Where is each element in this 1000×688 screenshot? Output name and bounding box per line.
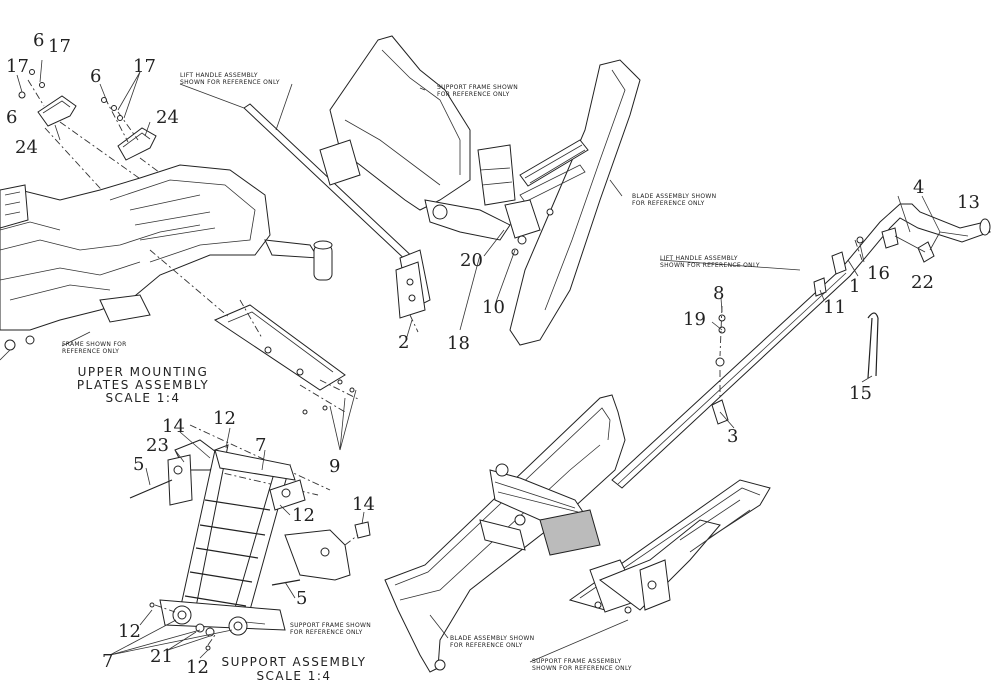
- callout-12: 12: [292, 505, 315, 526]
- callout-5: 5: [296, 588, 307, 609]
- callout-9: 9: [329, 456, 340, 477]
- note-frame-left-2: REFERENCE ONLY: [62, 348, 119, 355]
- callout-21: 21: [150, 646, 173, 667]
- note-support-frame-asm-1: SUPPORT FRAME ASSEMBLY: [532, 658, 621, 665]
- callout-1: 1: [849, 276, 860, 297]
- callout-23: 23: [146, 435, 169, 456]
- callout-10: 10: [482, 297, 505, 318]
- callout-11: 11: [823, 297, 846, 318]
- callout-15: 15: [849, 383, 872, 404]
- callout-18: 18: [447, 333, 470, 354]
- callout-19: 19: [683, 309, 706, 330]
- note-support-frame-asm-2: SHOWN FOR REFERENCE ONLY: [532, 665, 632, 672]
- leader-lines: [16, 59, 969, 663]
- callout-6: 6: [90, 66, 101, 87]
- note-support-frame-top-2: FOR REFERENCE ONLY: [437, 91, 510, 98]
- callout-14: 14: [162, 416, 185, 437]
- callout-22: 22: [911, 272, 934, 293]
- callout-20: 20: [460, 250, 483, 271]
- callout-12: 12: [213, 408, 236, 429]
- note-support-frame-top-1: SUPPORT FRAME SHOWN: [437, 84, 518, 91]
- caption-upper-line3: SCALE 1:4: [105, 391, 180, 405]
- note-lift-handle-right-2: SHOWN FOR REFERENCE ONLY: [660, 262, 760, 269]
- callout-6: 6: [6, 107, 17, 128]
- callout-8: 8: [713, 283, 724, 304]
- note-blade-low-2: FOR REFERENCE ONLY: [450, 642, 523, 649]
- callout-17: 17: [6, 56, 29, 77]
- note-frame-left-1: FRAME SHOWN FOR: [62, 341, 127, 348]
- callout-7: 7: [102, 651, 113, 672]
- callout-7: 7: [255, 435, 266, 456]
- caption-upper-line2: PLATES ASSEMBLY: [77, 378, 209, 392]
- caption-support-line2: SCALE 1:4: [256, 669, 331, 683]
- frame-assembly-drawing: [0, 69, 361, 415]
- callout-2: 2: [398, 332, 409, 353]
- callout-6: 6: [33, 30, 44, 51]
- callout-24: 24: [15, 137, 38, 158]
- note-support-frame-low-1: SUPPORT FRAME SHOWN: [290, 622, 371, 629]
- callout-17: 17: [48, 36, 71, 57]
- callout-24: 24: [156, 107, 179, 128]
- support-assembly-drawing: [129, 424, 371, 651]
- callout-4: 4: [913, 177, 924, 198]
- callout-numbers: 6 17 17 6 6 17 24 24 2 18 20 10 4 13 1 1…: [6, 30, 980, 678]
- note-blade-low-1: BLADE ASSEMBLY SHOWN: [450, 635, 534, 642]
- reference-notes: LIFT HANDLE ASSEMBLY SHOWN FOR REFERENCE…: [62, 72, 760, 672]
- blade-top-drawing: [504, 59, 641, 346]
- lift-handle-right-drawing: [611, 203, 991, 489]
- callout-13: 13: [957, 192, 980, 213]
- callout-5: 5: [133, 454, 144, 475]
- blade-lower-drawing: [384, 394, 771, 673]
- note-lift-handle-top-2: SHOWN FOR REFERENCE ONLY: [180, 79, 280, 86]
- callout-12: 12: [186, 657, 209, 678]
- caption-support-line1: SUPPORT ASSEMBLY: [222, 655, 367, 669]
- captions: UPPER MOUNTING PLATES ASSEMBLY SCALE 1:4…: [77, 365, 367, 683]
- callout-3: 3: [727, 426, 738, 447]
- note-lift-handle-top-1: LIFT HANDLE ASSEMBLY: [180, 72, 258, 79]
- note-support-frame-low-2: FOR REFERENCE ONLY: [290, 629, 363, 636]
- callout-14: 14: [352, 494, 375, 515]
- callout-17: 17: [133, 56, 156, 77]
- callout-12: 12: [118, 621, 141, 642]
- note-blade-top-1: BLADE ASSEMBLY SHOWN: [632, 193, 716, 200]
- note-lift-handle-right-1: LIFT HANDLE ASSEMBLY: [660, 255, 738, 262]
- note-blade-top-2: FOR REFERENCE ONLY: [632, 200, 705, 207]
- support-frame-top-drawing: [319, 35, 516, 241]
- caption-upper-line1: UPPER MOUNTING: [78, 365, 209, 379]
- callout-16: 16: [867, 263, 890, 284]
